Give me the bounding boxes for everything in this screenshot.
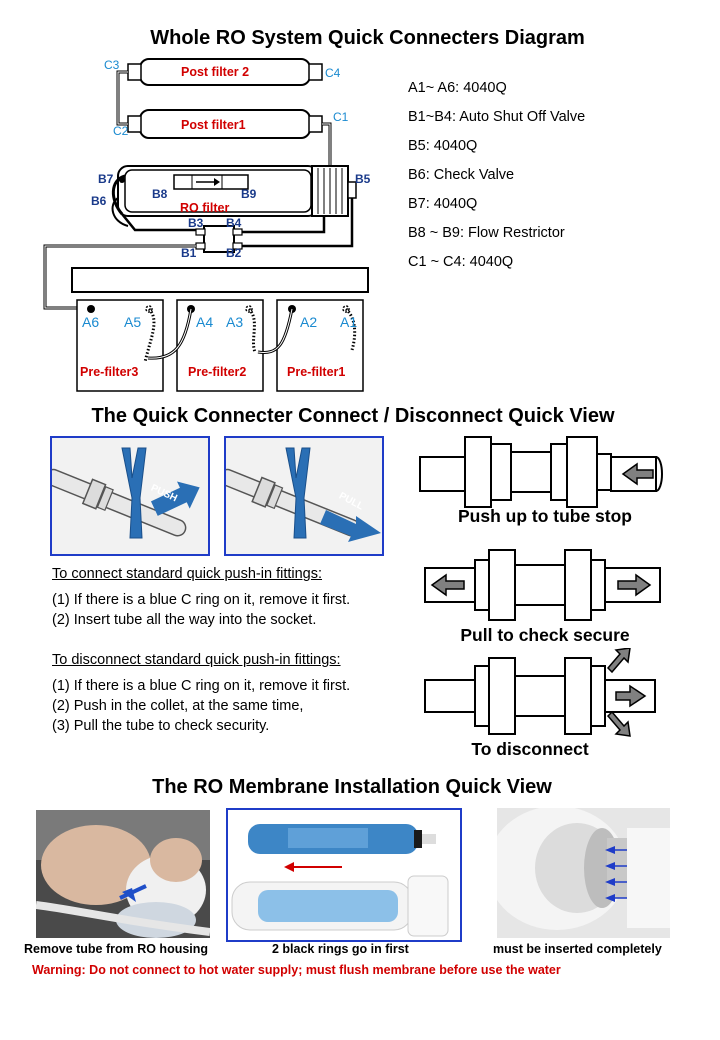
photo-inserted-completely <box>497 808 670 938</box>
legend-item: B5: 4040Q <box>408 138 478 154</box>
pre-filter-2-label: Pre-filter2 <box>188 365 247 379</box>
disconnect-heading: To disconnect standard quick push-in fit… <box>52 652 341 668</box>
caption-disconnect: To disconnect <box>471 739 589 759</box>
post-filter-1-label: Post filter1 <box>181 118 246 132</box>
connect-instructions: To connect standard quick push-in fittin… <box>52 564 350 630</box>
post-filter-1 <box>127 109 323 139</box>
disconnect-step: (1) If there is a blue C ring on it, rem… <box>52 678 351 694</box>
disconnect-instructions: To disconnect standard quick push-in fit… <box>52 650 350 736</box>
photo-remove-tube <box>36 810 210 938</box>
connector-c3: C3 <box>104 58 120 72</box>
pull-illustration <box>224 436 384 556</box>
connector-b1: B1 <box>181 246 197 260</box>
push-illustration <box>50 436 210 556</box>
ro-system-diagram <box>43 58 369 392</box>
ro-filter-label: RO filter <box>180 201 230 215</box>
connector-c1: C1 <box>333 110 349 124</box>
section-title-quick-connecter: The Quick Connecter Connect / Disconnect… <box>91 405 615 427</box>
disconnect-step: (3) Pull the tube to check security. <box>52 718 270 734</box>
connector-b4: B4 <box>226 216 242 230</box>
post-filter-2 <box>127 58 323 86</box>
connector-c4: C4 <box>325 66 341 80</box>
connector-c2: C2 <box>113 124 129 138</box>
ro-housing <box>117 165 357 217</box>
disconnect-step: (2) Push in the collet, at the same time… <box>52 698 304 714</box>
connector-b7: B7 <box>98 172 114 186</box>
fitting-pull-diagram <box>424 549 661 621</box>
bracket <box>71 267 369 293</box>
legend-item: B7: 4040Q <box>408 196 478 212</box>
fitting-disconnect-diagram <box>424 648 656 737</box>
connector-b6: B6 <box>91 194 107 208</box>
connect-step: (1) If there is a blue C ring on it, rem… <box>52 592 351 608</box>
post-filter-2-label: Post filter 2 <box>181 65 250 79</box>
connector-b8: B8 <box>152 187 168 201</box>
connect-heading: To connect standard quick push-in fittin… <box>52 566 323 582</box>
legend-item: B6: Check Valve <box>408 167 515 183</box>
photo-membrane-insert <box>226 808 462 942</box>
connector-a1: A1 <box>340 314 358 330</box>
legend-item: B1~B4: Auto Shut Off Valve <box>408 109 586 125</box>
caption-pull-check: Pull to check secure <box>460 625 630 645</box>
pre-filter-1-label: Pre-filter1 <box>287 365 346 379</box>
legend: A1~ A6: 4040Q B1~B4: Auto Shut Off Valve… <box>408 74 585 277</box>
connect-step: (2) Insert tube all the way into the soc… <box>52 612 317 628</box>
legend-item: B8 ~ B9: Flow Restrictor <box>408 225 565 241</box>
pre-filter-3-label: Pre-filter3 <box>80 365 139 379</box>
warning-text: Warning: Do not connect to hot water sup… <box>32 963 561 977</box>
page-title: Whole RO System Quick Connecters Diagram <box>150 27 585 49</box>
caption-remove-tube: Remove tube from RO housing <box>24 942 209 956</box>
fitting-push-diagram <box>419 436 663 508</box>
connector-b5: B5 <box>355 172 371 186</box>
shut-off-valve <box>195 225 243 253</box>
connector-a2: A2 <box>300 314 318 330</box>
section-title-membrane: The RO Membrane Installation Quick View <box>152 776 552 798</box>
connector-b9: B9 <box>241 187 257 201</box>
caption-black-rings: 2 black rings go in first <box>272 942 409 956</box>
connector-b2: B2 <box>226 246 242 260</box>
legend-item: C1 ~ C4: 4040Q <box>408 254 514 270</box>
legend-item: A1~ A6: 4040Q <box>408 80 507 96</box>
connector-a3: A3 <box>226 314 244 330</box>
connector-a6: A6 <box>82 314 100 330</box>
connector-a4: A4 <box>196 314 214 330</box>
caption-push-up: Push up to tube stop <box>457 506 632 526</box>
pre-filter-housings <box>76 299 364 392</box>
connector-a5: A5 <box>124 314 142 330</box>
connector-b3: B3 <box>188 216 204 230</box>
caption-inserted: must be inserted completely <box>493 942 662 956</box>
